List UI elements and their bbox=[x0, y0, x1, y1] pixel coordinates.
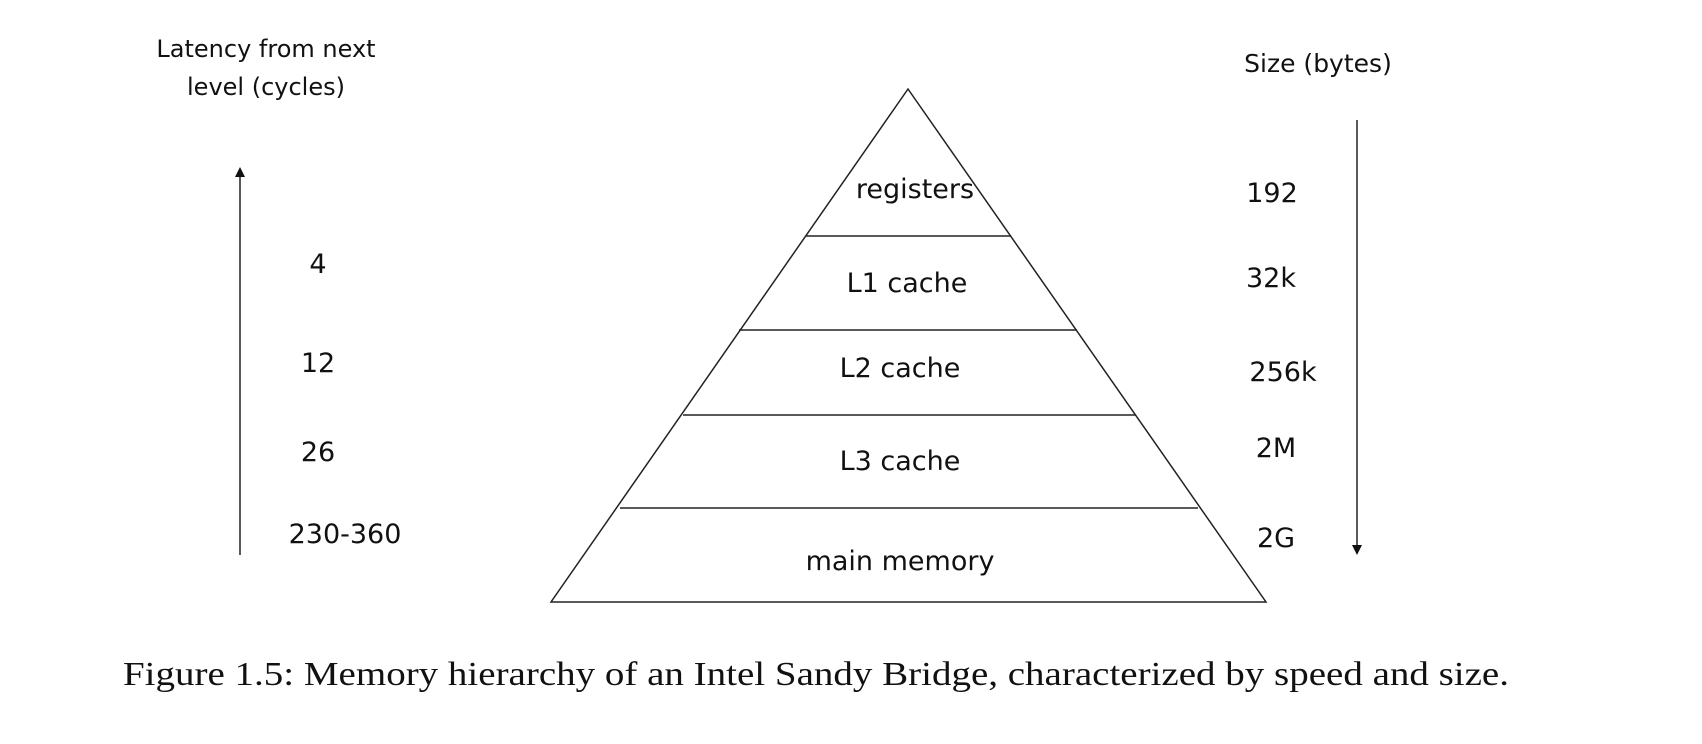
pyramid-level-registers: registers bbox=[856, 174, 974, 205]
size-value-l1: 32k bbox=[1246, 263, 1296, 294]
size-value-memory: 2G bbox=[1257, 523, 1295, 554]
latency-header-line2: level (cycles) bbox=[187, 73, 345, 101]
figure-caption: Figure 1.5: Memory hierarchy of an Intel… bbox=[123, 656, 1509, 693]
latency-value-l3: 26 bbox=[301, 437, 335, 468]
pyramid-level-l1-cache: L1 cache bbox=[847, 268, 968, 299]
latency-value-l2: 12 bbox=[301, 348, 335, 379]
pyramid-level-main-memory: main memory bbox=[806, 546, 995, 577]
size-value-l3: 2M bbox=[1256, 433, 1296, 464]
pyramid-level-l3-cache: L3 cache bbox=[840, 446, 961, 477]
latency-value-memory: 230-360 bbox=[289, 519, 402, 550]
pyramid-level-l2-cache: L2 cache bbox=[840, 353, 961, 384]
latency-value-l1: 4 bbox=[309, 249, 326, 280]
size-header: Size (bytes) bbox=[1244, 49, 1392, 78]
pyramid-outline bbox=[549, 87, 1268, 603]
size-value-registers: 192 bbox=[1246, 178, 1298, 209]
size-value-l2: 256k bbox=[1249, 357, 1317, 388]
latency-header-line1: Latency from next bbox=[156, 35, 375, 63]
